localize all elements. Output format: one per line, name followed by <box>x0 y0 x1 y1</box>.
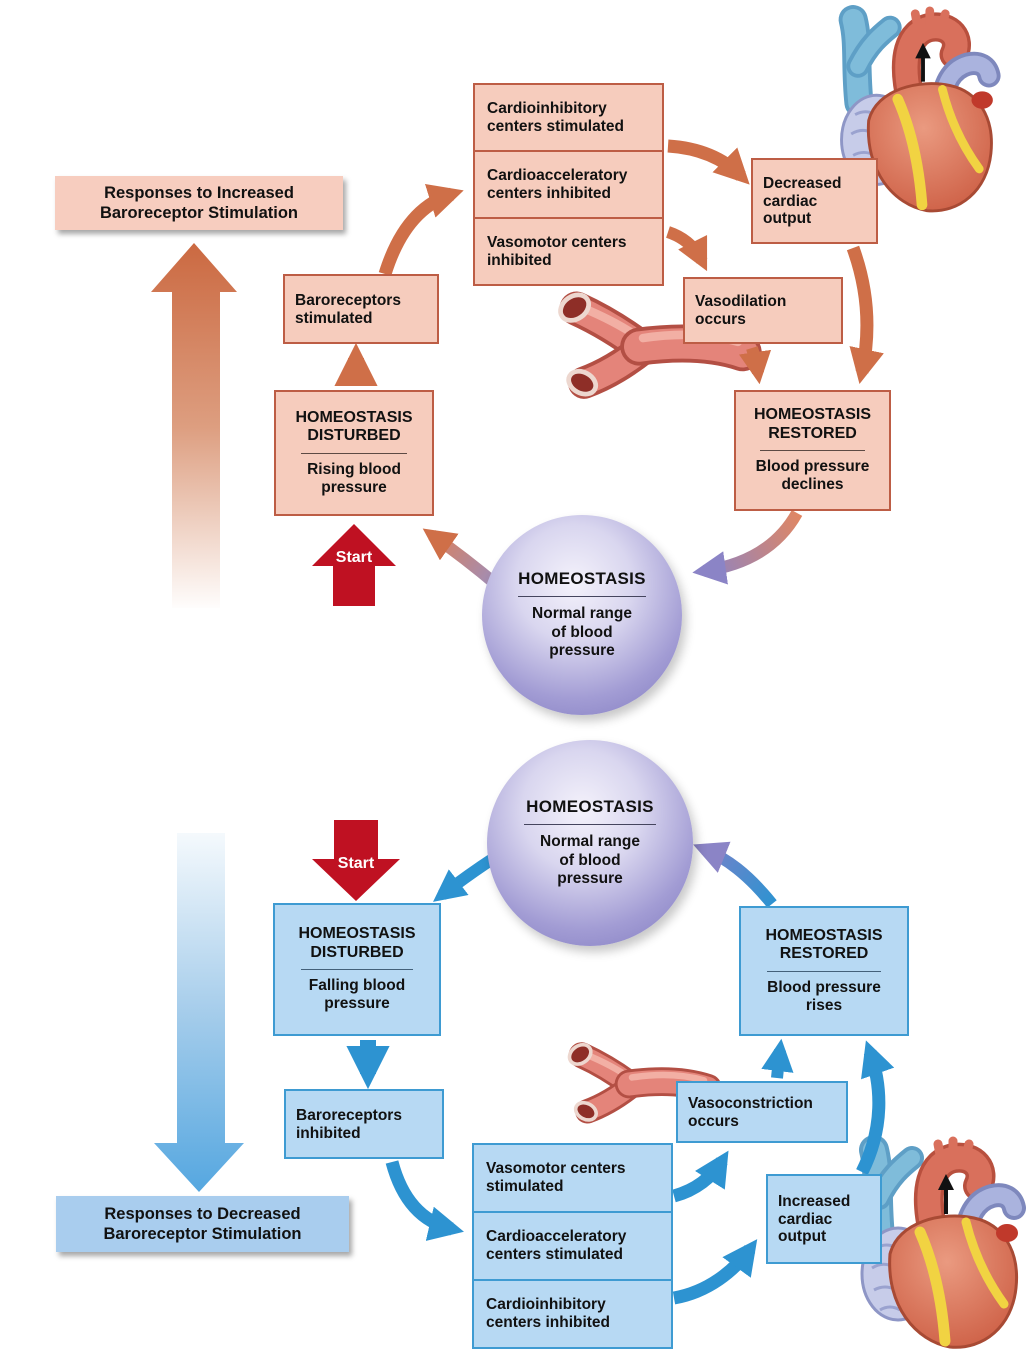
box-baroreceptors-stimulated: Baroreceptors stimulated <box>283 274 439 344</box>
box-title: HOMEOSTASIS DISTURBED <box>295 408 413 445</box>
box-vasomotor-inhibited: Vasomotor centers inhibited <box>475 217 662 284</box>
box-homeostasis-disturbed-bottom: HOMEOSTASIS DISTURBED Falling blood pres… <box>273 903 441 1036</box>
box-homeostasis-restored-top: HOMEOSTASIS RESTORED Blood pressure decl… <box>734 390 891 511</box>
restored-to-homeostasis-arrow-bottom <box>693 841 777 908</box>
circle-title: HOMEOSTASIS <box>518 568 646 588</box>
top-loop-arrows <box>334 139 884 387</box>
circle-subtitle: Normal range of blood pressure <box>532 604 632 660</box>
box-vasodilation-occurs: Vasodilation occurs <box>683 277 843 344</box>
box-subtitle: Blood pressure declines <box>755 458 870 494</box>
box-cardioacceleratory-inhibited: Cardioacceleratory centers inhibited <box>475 150 662 217</box>
divider <box>518 595 646 597</box>
box-vasomotor-stimulated: Vasomotor centers stimulated <box>486 1160 626 1195</box>
restored-to-homeostasis-arrow <box>692 509 803 585</box>
heart-icon <box>862 1141 1018 1347</box>
centers-stack-bottom: Vasomotor centers stimulated Cardioaccel… <box>472 1143 673 1349</box>
box-cardioinhibitory-inhibited: Cardioinhibitory centers inhibited <box>474 1279 671 1347</box>
divider <box>300 969 414 971</box>
divider <box>767 970 881 972</box>
decreased-response-arrow-icon <box>154 833 244 1192</box>
box-title: HOMEOSTASIS RESTORED <box>753 406 872 442</box>
box-vasoconstriction-occurs: Vasoconstriction occurs <box>676 1081 848 1143</box>
start-up-arrow-icon <box>312 524 396 606</box>
box-homeostasis-restored-bottom: HOMEOSTASIS RESTORED Blood pressure rise… <box>739 906 909 1036</box>
divider <box>300 452 408 454</box>
box-increased-cardiac-output: Increased cardiac output <box>766 1174 882 1264</box>
box-cardioacceleratory-stimulated: Cardioacceleratory centers stimulated <box>474 1211 671 1279</box>
box-cardioinhibitory-stimulated: Cardioinhibitory centers stimulated <box>487 99 624 135</box>
divider <box>524 823 656 825</box>
centers-stack-top: Cardioinhibitory centers stimulated Card… <box>473 83 664 286</box>
homeostasis-circle-bottom: HOMEOSTASIS Normal range of blood pressu… <box>487 740 693 946</box>
divider <box>760 450 865 452</box>
start-down-arrow-icon <box>312 820 400 901</box>
section-label-decreased: Responses to Decreased Baroreceptor Stim… <box>56 1196 349 1252</box>
box-decreased-cardiac-output: Decreased cardiac output <box>751 158 878 244</box>
homeostasis-circle-top: HOMEOSTASIS Normal range of blood pressu… <box>482 515 682 715</box>
box-subtitle: Blood pressure rises <box>767 978 881 1014</box>
section-label-increased: Responses to Increased Baroreceptor Stim… <box>55 176 343 230</box>
start-label-bottom: Start <box>337 855 375 872</box>
start-label-top: Start <box>335 549 373 566</box>
box-title: HOMEOSTASIS RESTORED <box>765 926 883 963</box>
circle-subtitle: Normal range of blood pressure <box>540 832 640 888</box>
increased-response-arrow-icon <box>151 243 237 608</box>
box-subtitle: Falling blood pressure <box>308 977 406 1013</box>
box-homeostasis-disturbed-top: HOMEOSTASIS DISTURBED Rising blood press… <box>274 390 434 516</box>
box-title: HOMEOSTASIS DISTURBED <box>298 925 416 961</box>
box-baroreceptors-inhibited: Baroreceptors inhibited <box>284 1089 444 1159</box>
box-subtitle: Rising blood pressure <box>307 460 401 496</box>
circle-title: HOMEOSTASIS <box>526 796 654 816</box>
